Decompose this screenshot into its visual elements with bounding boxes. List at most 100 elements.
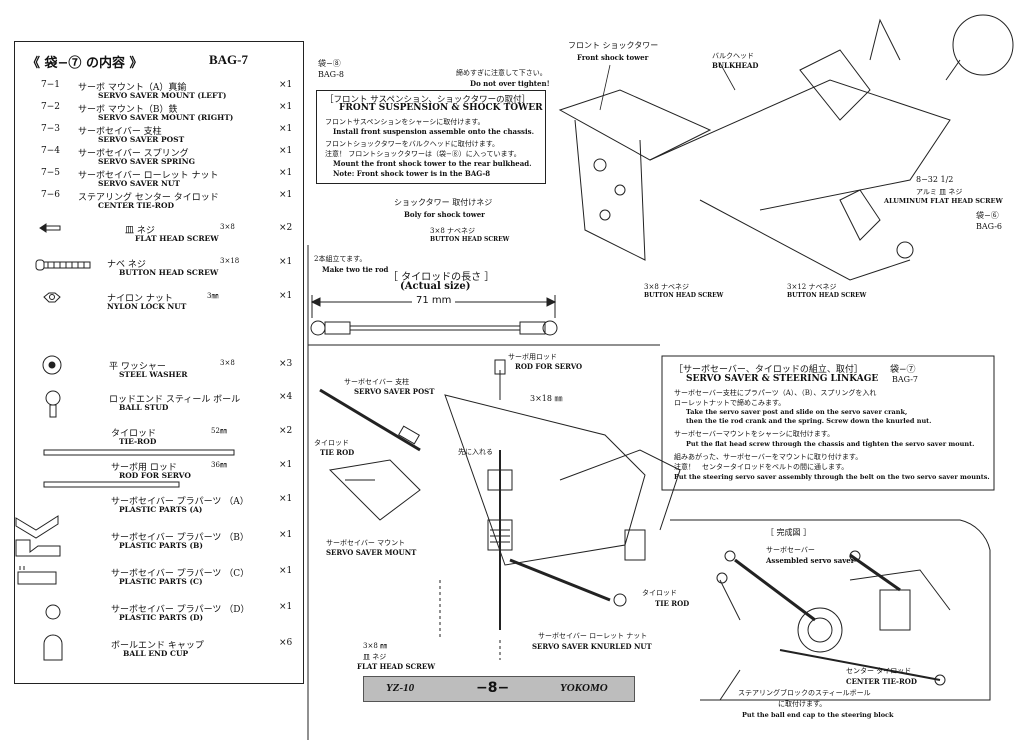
over-tighten-jp: 締めすぎに注意して下さい。	[456, 69, 547, 77]
steel-washer-icon	[42, 355, 62, 375]
shock-tower-label-jp: フロント ショックタワー	[568, 41, 659, 50]
plastic-part-d-icon	[45, 604, 61, 620]
tie-rod-note-jp: 2本組立てます。	[314, 255, 367, 263]
tie-rod2-label-jp: タイロッド	[642, 589, 677, 597]
completed-title: ［ 完成図 ］	[766, 528, 812, 537]
list-item: 7−4 サーボセイバー スプリング SERVO SAVER SPRING ×1	[41, 146, 293, 166]
tie-rod-title-en: (Actual size)	[400, 281, 471, 292]
flat-label-jp: 皿 ネジ	[363, 653, 387, 661]
bag6-label-en: BAG-6	[976, 222, 1002, 231]
list-item: サーボセイバー プラパーツ （C）PLASTIC PARTS (C) ×1	[111, 566, 293, 586]
servo-rod-icon	[43, 481, 180, 488]
instruction-en: Note: Front shock tower is in the BAG-8	[333, 169, 491, 178]
tie-rod-icon	[43, 449, 235, 456]
servo-saver-title-jp: ［サーボセーバー、タイロッドの組立、取付］	[674, 365, 863, 375]
instruction-jp: 注意！ センタータイロッドをベルトの間に通します。	[674, 463, 849, 471]
list-item: サーボセイバー プラパーツ （D）PLASTIC PARTS (D) ×1	[111, 602, 293, 622]
size-3x18-label: 3×18 ㎜	[530, 394, 563, 403]
screw3-size: 3×12 ナベネジ	[787, 283, 837, 291]
front-suspension-title-en: FRONT SUSPENSION & SHOCK TOWER	[339, 103, 543, 113]
tie-rod-title-jp: ［ タイロッドの長さ ］	[388, 272, 495, 283]
list-item: 7−5 サーボセイバー ローレット ナット SERVO SAVER NUT ×1	[41, 168, 293, 188]
servo-rod-label-jp: サーボ用ロッド	[508, 353, 557, 361]
assembled-label-jp: サーボセーバー	[766, 546, 815, 554]
instruction-en: Take the servo saver post and slide on t…	[686, 408, 908, 416]
post-label-en: SERVO SAVER POST	[354, 387, 435, 396]
ball-label-jp2: に取付けます。	[778, 700, 827, 708]
bag8-label-en: BAG-8	[318, 70, 344, 79]
plastic-part-b-icon	[15, 539, 61, 557]
insert-first-label: 先に入れる	[458, 448, 493, 456]
servo-saver-title-en: SERVO SAVER & STEERING LINKAGE	[686, 374, 879, 384]
servo-rod-label-en: ROD FOR SERVO	[515, 362, 583, 371]
detail-callout	[945, 14, 1014, 81]
list-item: 7−1 サーボ マウント（A）真鍮 SERVO SAVER MOUNT (LEF…	[41, 80, 293, 100]
plastic-part-a-icon	[15, 515, 59, 539]
alu-label-jp: アルミ 皿 ネジ	[916, 188, 963, 196]
instruction-jp: フロントショックタワーをバルクヘッドに取付けます。	[325, 140, 500, 148]
flat-label-en: FLAT HEAD SCREW	[357, 662, 436, 671]
assembled-label-en: Assembled servo saver	[766, 556, 855, 565]
bulkhead-label-jp: バルクヘッド	[712, 52, 754, 60]
instruction-jp: フロントサスペンションをシャーシに取付けます。	[325, 118, 485, 126]
plastic-part-c-icon	[17, 566, 57, 585]
alu-label-en: ALUMINUM FLAT HEAD SCREW	[884, 197, 1003, 205]
instruction-jp: サーボセーバー支柱にプラパーツ（A）、（B）、スプリングを入れ	[674, 389, 877, 397]
servo-saver-bag-jp: 袋−⑦	[890, 365, 916, 375]
screw2-en: BUTTON HEAD SCREW	[644, 292, 724, 299]
ball-label-en: Put the ball end cap to the steering blo…	[742, 711, 894, 719]
parts-list-title: 《 袋−⑦ の内容 》	[27, 56, 143, 71]
footer-model: YZ-10	[386, 682, 415, 694]
servo-saver-exploded-diagram	[319, 359, 681, 660]
over-tighten-en: Do not over tighten!	[470, 79, 550, 88]
servo-saver-instruction-box: ［サーボセーバー、タイロッドの組立、取付］ 袋−⑦ SERVO SAVER & …	[662, 356, 994, 490]
screw2-size: 3×8 ナベネジ	[644, 283, 689, 291]
completed-view-diagram	[716, 550, 951, 701]
bolt-size: 3×8 ナベネジ	[430, 227, 475, 235]
parts-list-bag: BAG-7	[209, 52, 248, 67]
instruction-en: then the tie rod crank and the spring. S…	[686, 417, 932, 425]
ball-stud-icon	[45, 390, 61, 418]
post-label-jp: サーボセイバー 支柱	[344, 378, 410, 386]
instruction-jp: 注意！ フロントショックタワーは（袋−⑧）に入っています。	[325, 150, 521, 158]
instruction-en: Install front suspension assemble onto t…	[333, 127, 535, 136]
page-footer: YZ-10 −8− YOKOMO	[363, 676, 635, 702]
parts-list-panel: 《 袋−⑦ の内容 》 BAG-7 7−1 サーボ マウント（A）真鍮 SERV…	[14, 41, 304, 684]
button-head-screw-icon	[35, 259, 91, 271]
bolt-size-en: BUTTON HEAD SCREW	[430, 236, 510, 243]
bulkhead-label-en: BULKHEAD	[712, 61, 759, 70]
tie-rod-label-jp: タイロッド	[314, 439, 349, 447]
instruction-en: Put the flat head screw through the chas…	[686, 440, 975, 448]
instruction-jp: サーボセーバーマウントをシャーシに取付けます。	[674, 430, 835, 438]
instruction-jp: 組みあがった、サーボセーバーをマウントに取り付けます。	[674, 453, 863, 461]
knurled-label-en: SERVO SAVER KNURLED NUT	[532, 642, 652, 651]
alu-size: 8−32 1/2	[916, 175, 954, 184]
list-item: 7−2 サーボ マウント（B）鉄 SERVO SAVER MOUNT (RIGH…	[41, 102, 293, 122]
tie-rod-length: 71 mm	[412, 295, 456, 306]
shock-tower-label-en: Front shock tower	[577, 53, 649, 62]
ball-end-cup-icon	[43, 634, 63, 661]
list-item: 7−3 サーボセイバー 支柱 SERVO SAVER POST ×1	[41, 124, 293, 144]
instruction-jp: ローレットナットで締めこみます。	[674, 399, 786, 407]
bag8-label-jp: 袋−⑧	[318, 59, 341, 68]
flat-size-label: 3×8 ㎜	[363, 642, 387, 650]
page-number: −8−	[476, 680, 510, 696]
bolt-label-en: Boly for shock tower	[404, 210, 485, 219]
front-suspension-box: ［フロント サスペンション、ショックタワーの取付］ FRONT SUSPENSI…	[316, 90, 546, 184]
ball-label-jp: ステアリングブロックのスティールボール	[738, 689, 871, 697]
tie-rod-label-en: TIE ROD	[320, 448, 355, 457]
instruction-en: Put the steering servo saver assembly th…	[674, 473, 990, 481]
nylon-nut-icon	[43, 292, 61, 303]
flat-head-screw-icon	[39, 223, 61, 233]
front-suspension-diagram	[558, 18, 951, 281]
front-suspension-title-jp: ［フロント サスペンション、ショックタワーの取付］	[325, 95, 531, 105]
list-item: サーボセイバー プラパーツ （B）PLASTIC PARTS (B) ×1	[111, 530, 293, 550]
knurled-label-jp: サーボセイバー ローレット ナット	[538, 632, 648, 640]
